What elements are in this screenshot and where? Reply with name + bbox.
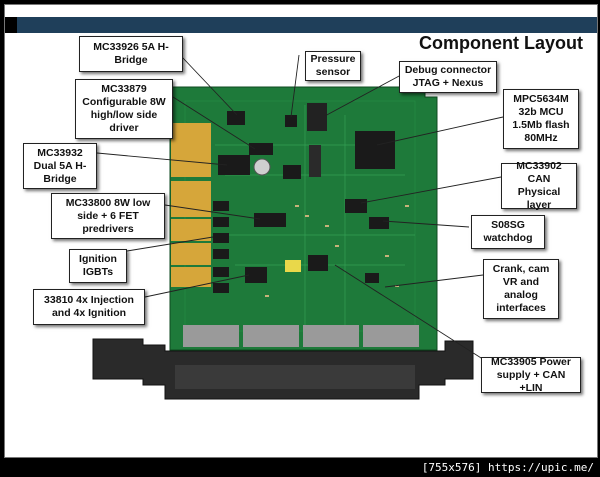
gold-pads: [171, 123, 211, 287]
mc33879-chip: [249, 143, 273, 155]
mcu-chip: [355, 131, 395, 169]
bottom-bar: [0, 458, 600, 477]
pressure-sensor-chip: [285, 115, 297, 127]
mc33926-chip: [227, 111, 245, 125]
callout-mpc5634m: MPC5634M 32b MCU 1.5Mb flash 80MHz: [503, 89, 579, 149]
slide-frame: Component Layout: [4, 4, 598, 458]
callout-ignition-igbts: Ignition IGBTs: [69, 249, 127, 283]
debug-connector: [307, 103, 327, 131]
callout-mc33932: MC33932 Dual 5A H-Bridge: [23, 143, 97, 189]
callout-mc33902: MC33902 CAN Physical layer: [501, 160, 577, 211]
callout-debug-connector: Debug connector JTAG + Nexus: [399, 61, 497, 93]
ecu-board-illustration: [92, 54, 504, 400]
callout-crank-cam: Crank, cam VR and analog interfaces: [483, 259, 559, 319]
page-title: Component Layout: [419, 33, 583, 53]
mc33932-chip: [218, 155, 250, 175]
callout-mc33800: MC33800 8W low side + 6 FET predrivers: [51, 193, 165, 239]
callout-pressure-sensor: Pressure sensor: [305, 51, 361, 81]
connector-pins: [183, 325, 419, 347]
chips: [213, 103, 395, 293]
mc33902-chip: [345, 199, 367, 213]
leader-lines: [96, 54, 504, 364]
watermark: [755x576] https://upic.me/: [421, 461, 594, 474]
capacitor: [253, 158, 271, 176]
callout-mc33905: MC33905 Power supply + CAN +LIN: [481, 356, 581, 394]
callout-mc33926: MC33926 5A H-Bridge: [79, 36, 183, 72]
s08sg-chip: [369, 217, 389, 229]
inj-ign-chip: [245, 267, 267, 283]
title-bar: [5, 17, 597, 33]
callout-s08sg: S08SG watchdog: [471, 215, 545, 249]
callout-33810: 33810 4x Injection and 4x Ignition: [33, 289, 145, 325]
callout-mc33879: MC33879 Configurable 8W high/low side dr…: [75, 79, 173, 139]
mc33800-chip: [254, 213, 286, 227]
